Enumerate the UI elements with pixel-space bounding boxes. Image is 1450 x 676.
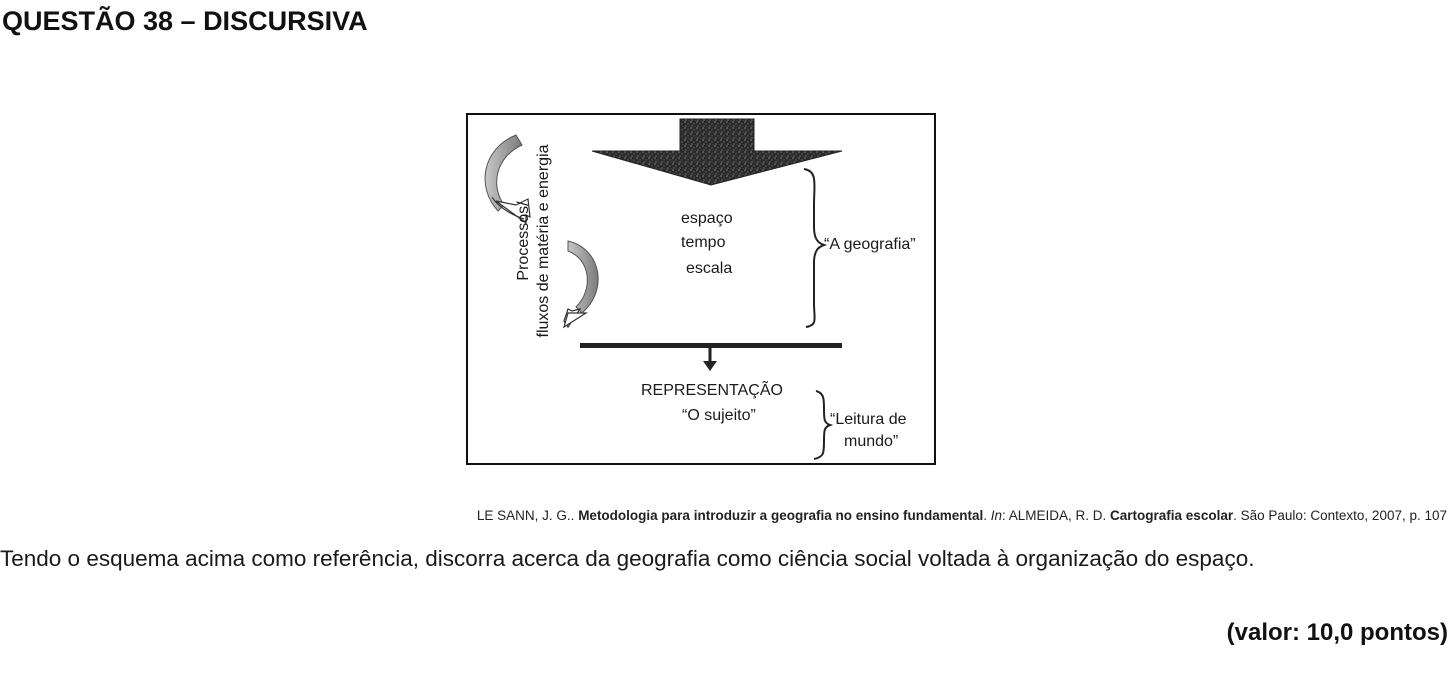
horizontal-divider-bar [580,343,842,348]
center-label-tempo: tempo [681,234,726,251]
citation-sep: . [983,508,991,523]
process-flow-label-line2: fluxos de matéria e energia [535,144,552,338]
question-prompt: Tendo o esquema acima como referência, d… [0,546,1255,571]
citation-in-rest: : ALMEIDA, R. D. [1002,508,1111,523]
question-score: (valor: 10,0 pontos) [1226,619,1448,646]
brace-leitura-icon [813,390,834,460]
process-flow-label-line1: Processos/ [515,201,532,281]
brace-label-geografia: “A geografia” [824,236,916,253]
citation-work-title: Metodologia para introduzir a geografia … [578,508,984,523]
citation-book-title: Cartografia escolar [1110,508,1234,523]
center-label-espaco: espaço [681,210,733,227]
brace-label-leitura-line1: “Leitura de [830,411,907,428]
main-down-arrow-icon [591,118,843,186]
source-citation: LE SANN, J. G.. Metodologia para introdu… [477,507,1447,525]
curved-arrow-lower-icon [562,240,599,329]
diagram-graphics [484,118,843,460]
citation-authors: LE SANN, J. G.. [476,508,579,523]
question-title: QUESTÃO 38 – DISCURSIVA [2,6,368,36]
small-down-arrow-icon [703,361,717,371]
center-label-escala: escala [686,260,733,277]
process-flow-label: Processos/ fluxos de matéria e energia [514,115,554,371]
citation-in-label: In [990,508,1002,523]
citation-publication: . São Paulo: Contexto, 2007, p. 107 [1233,508,1447,523]
representation-label: REPRESENTAÇÃO [641,382,783,399]
diagram-figure: Processos/ fluxos de matéria e energia e… [466,113,936,465]
curved-arrow-upper-icon [484,134,531,225]
subject-label: “O sujeito” [682,407,756,424]
brace-label-leitura-line2: mundo” [844,433,899,450]
brace-geografia-icon [803,168,828,328]
